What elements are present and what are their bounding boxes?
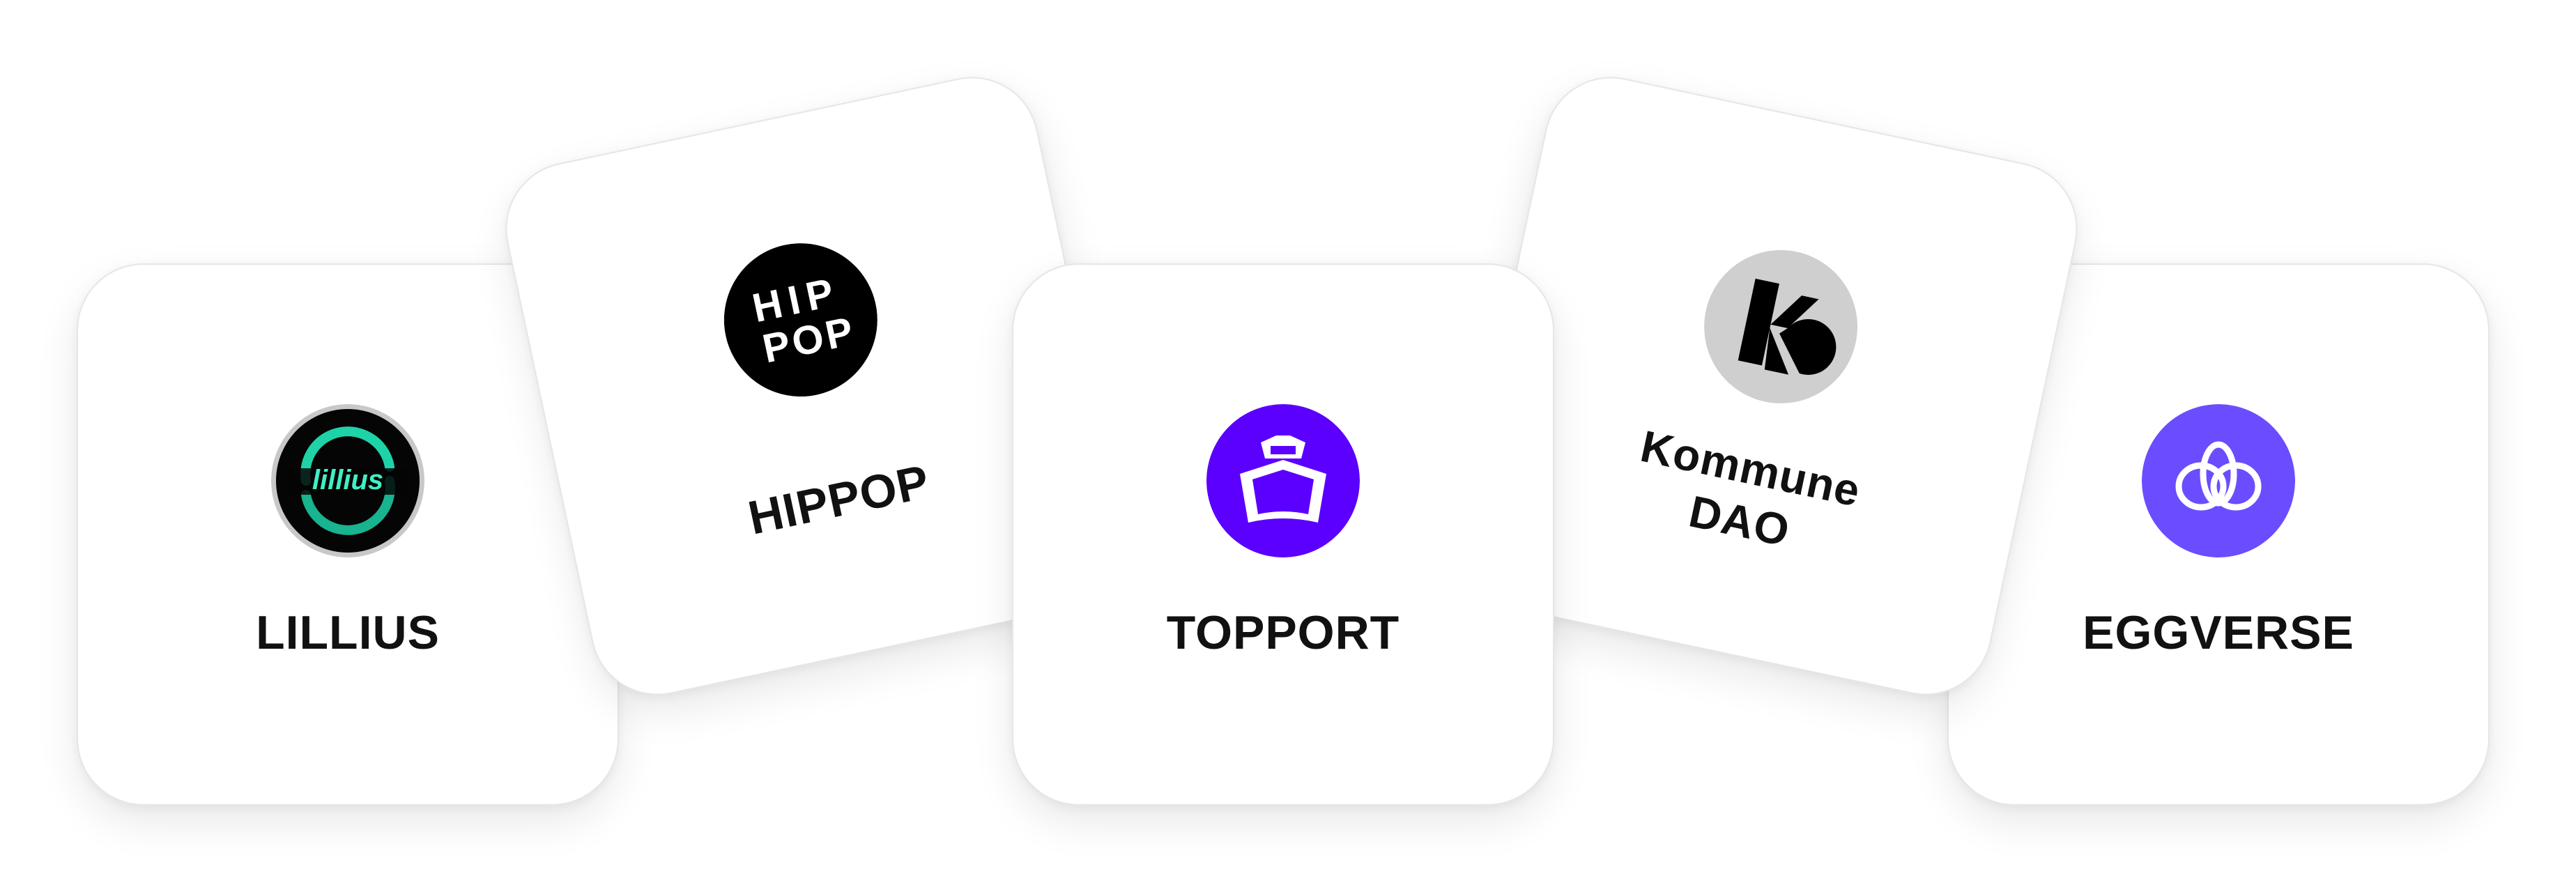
topport-logo-icon	[1206, 404, 1360, 557]
partner-name-eggverse: EGGVERSE	[2083, 606, 2354, 659]
hippop-logo-icon: HIP POP	[710, 229, 891, 411]
partner-name-lillius: LILLIUS	[256, 606, 440, 659]
lillius-logo-text: lillius	[312, 465, 383, 495]
lillius-logo-icon: lillius	[271, 404, 424, 557]
partner-card-hippop[interactable]: HIP POP HIPPOP	[493, 64, 1137, 708]
partner-card-eggverse[interactable]: EGGVERSE	[1947, 263, 2490, 806]
kommune-logo-icon	[1690, 236, 1872, 417]
partner-card-lillius[interactable]: lillius LILLIUS	[77, 263, 619, 806]
partner-name-topport: TOPPORT	[1166, 606, 1400, 659]
partner-card-topport[interactable]: TOPPORT	[1012, 263, 1554, 806]
partner-card-kommune-dao[interactable]: Kommune DAO	[1446, 64, 2090, 708]
eggverse-logo-icon	[2142, 404, 2295, 557]
